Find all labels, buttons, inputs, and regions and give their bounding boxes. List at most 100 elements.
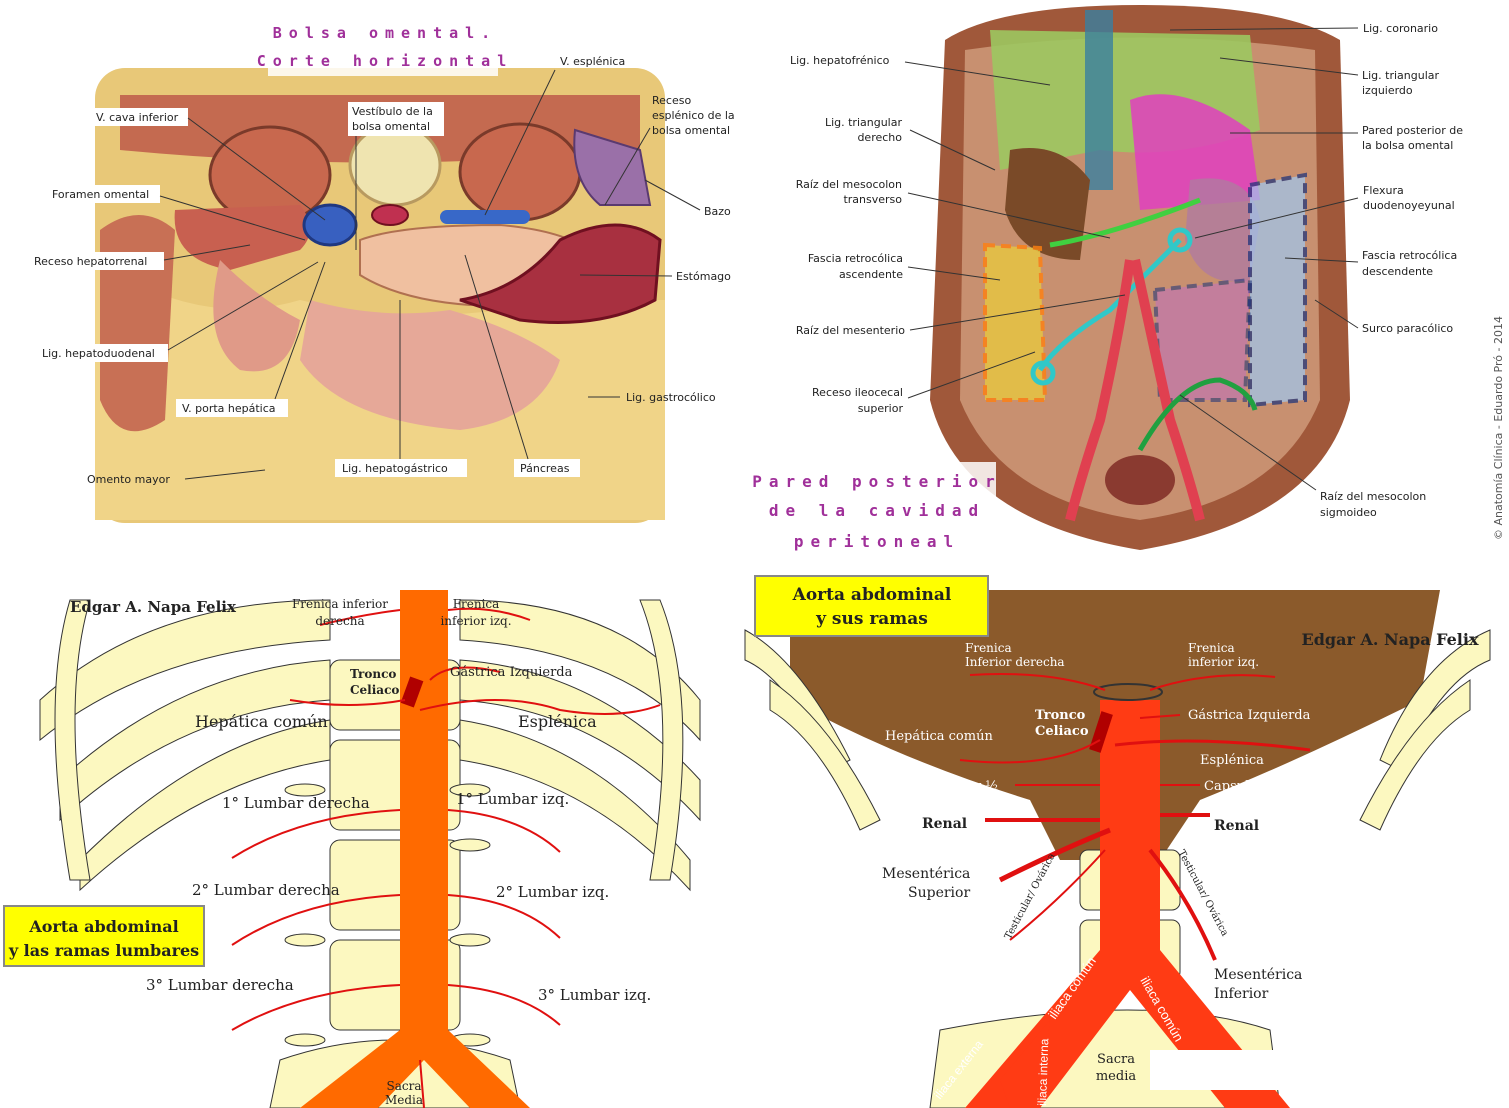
lumbar2-der-arrow bbox=[231, 894, 401, 946]
label-lig-hepatofrenico: Lig. hepatofrénico bbox=[790, 54, 1051, 86]
svg-text:Pared posterior de: Pared posterior de bbox=[1362, 124, 1463, 137]
br-hepatica: Hepática común bbox=[885, 729, 993, 744]
label-lig-hepatoduodenal: Lig. hepatoduodenal bbox=[38, 261, 319, 362]
right-kidney bbox=[1005, 148, 1090, 260]
label-vestibulo: Vestíbulo de la bolsa omental bbox=[348, 102, 444, 250]
left-kidney bbox=[458, 122, 582, 222]
svg-text:V. porta hepática: V. porta hepática bbox=[182, 402, 276, 415]
svg-text:Omento mayor: Omento mayor bbox=[87, 473, 170, 486]
br-frenica-der-arrow bbox=[969, 673, 1106, 691]
br-mes-sup-arrow bbox=[998, 827, 1111, 883]
svg-text:V. cava inferior: V. cava inferior bbox=[96, 111, 179, 124]
svg-text:Lig. gastrocólico: Lig. gastrocólico bbox=[626, 391, 716, 404]
vertebra bbox=[348, 123, 442, 207]
tr-title-line-1: Pared posterior bbox=[752, 472, 1002, 491]
svg-text:Bazo: Bazo bbox=[704, 205, 731, 218]
tr-title-bg bbox=[760, 462, 996, 556]
br-frenica-izq-2: inferior izq. bbox=[1188, 655, 1259, 669]
bl-tronco-1: Tronco bbox=[350, 667, 396, 681]
rectum bbox=[1105, 455, 1175, 505]
br-mes-inf-arrow bbox=[1148, 848, 1217, 961]
svg-text:Lig. triangular: Lig. triangular bbox=[825, 116, 903, 129]
colon-section bbox=[100, 215, 175, 432]
ascending-fascia bbox=[983, 242, 1048, 402]
svg-text:Receso hepatorrenal: Receso hepatorrenal bbox=[34, 255, 147, 268]
frenica-der-arrow bbox=[319, 609, 401, 626]
bl-frenica-der-2: derecha bbox=[315, 614, 364, 628]
label-lig-gastrocolico: Lig. gastrocólico bbox=[588, 391, 716, 404]
br-renal-izq: Renal bbox=[1214, 818, 1259, 834]
br-gastrica-arrow bbox=[1139, 714, 1181, 719]
label-estomago: Estómago bbox=[579, 270, 731, 283]
bl-frenica-der-1: Frenica inferior bbox=[292, 597, 388, 611]
svg-text:Fascia retrocólica: Fascia retrocólica bbox=[1362, 249, 1457, 262]
bl-lumbar2-izq: 2° Lumbar izq. bbox=[496, 883, 609, 901]
celiac-trunk bbox=[400, 676, 424, 708]
br-testicular-der-arrow bbox=[1009, 849, 1106, 941]
svg-text:ascendente: ascendente bbox=[839, 268, 903, 281]
svg-text:superior: superior bbox=[858, 402, 904, 415]
lumbar1-der-arrow bbox=[231, 809, 401, 859]
svg-text:Raíz del mesocolon: Raíz del mesocolon bbox=[1320, 490, 1426, 503]
svg-text:bolsa omental: bolsa omental bbox=[352, 120, 430, 133]
tr-title-line-3: peritoneal bbox=[794, 532, 960, 551]
br-hepatica-arrow bbox=[959, 739, 1101, 764]
label-receso-hepatorrenal: Receso hepatorrenal bbox=[30, 244, 251, 270]
label-pancreas: Páncreas bbox=[464, 254, 580, 477]
label-fascia-descendente: Fascia retrocólica descendente bbox=[1284, 249, 1457, 278]
svg-text:Raíz del mesocolon: Raíz del mesocolon bbox=[796, 178, 902, 191]
svg-text:Estómago: Estómago bbox=[676, 270, 731, 283]
external-iliac bbox=[1000, 1020, 1050, 1108]
svg-text:sigmoideo: sigmoideo bbox=[1320, 506, 1377, 519]
svg-text:derecho: derecho bbox=[857, 131, 902, 144]
label-pared-posterior: Pared posterior de la bolsa omental bbox=[1230, 124, 1463, 152]
bl-hepatica: Hepática común bbox=[195, 712, 328, 731]
br-mes-sup-1: Mesentérica bbox=[882, 866, 970, 882]
label-raiz-sigmoideo: Raíz del mesocolon sigmoideo bbox=[1179, 394, 1426, 519]
label-bazo: Bazo bbox=[644, 179, 731, 218]
bl-tronco-2: Celiaco bbox=[350, 683, 399, 697]
branch-arrows-bl bbox=[231, 607, 661, 1031]
br-frenica-izq-1: Frenica bbox=[1188, 641, 1235, 655]
transverse-mesocolon-root bbox=[1049, 197, 1201, 248]
title-line-2: Corte horizontal bbox=[257, 52, 514, 70]
svg-text:Flexura: Flexura bbox=[1363, 184, 1404, 197]
svg-text:la bolsa omental: la bolsa omental bbox=[1362, 139, 1453, 152]
label-lig-triangular-izq: Lig. triangular izquierdo bbox=[1219, 57, 1440, 97]
bl-lumbar3-der: 3° Lumbar derecha bbox=[146, 976, 294, 994]
bl-title-box bbox=[3, 905, 205, 967]
ribs-left bbox=[39, 599, 331, 892]
lumbar3-der-arrow bbox=[231, 984, 401, 1031]
svg-text:esplénico de la: esplénico de la bbox=[652, 109, 735, 122]
sigmoid-mesocolon-root bbox=[1137, 377, 1258, 452]
svg-text:duodenoyeyunal: duodenoyeyunal bbox=[1363, 199, 1455, 212]
bl-sacra-2: Media bbox=[385, 1093, 423, 1107]
lumbar1-izq-arrow bbox=[447, 809, 561, 853]
ivc-vessel bbox=[1085, 10, 1113, 190]
bl-gastrica: Gástrica Izquierda bbox=[450, 665, 573, 680]
br-mes-inf-1: Mesentérica bbox=[1214, 967, 1302, 983]
panel-aorta-branches: Edgar A. Napa Felix Frenica Inferior der… bbox=[744, 575, 1491, 1108]
lumbar3-izq-arrow bbox=[447, 984, 561, 1026]
inferior-vena-cava bbox=[302, 203, 358, 247]
bl-lumbar3-izq: 3° Lumbar izq. bbox=[538, 986, 651, 1004]
svg-text:Foramen omental: Foramen omental bbox=[52, 188, 149, 201]
bl-lumbar2-der: 2° Lumbar derecha bbox=[192, 881, 340, 899]
spleen bbox=[573, 128, 652, 206]
label-fascia-ascendente: Fascia retrocólica ascendente bbox=[808, 252, 1001, 281]
splenic-vein bbox=[440, 210, 530, 224]
duodenum bbox=[213, 260, 300, 372]
svg-text:bolsa omental: bolsa omental bbox=[652, 124, 730, 137]
br-sacra-1: Sacra bbox=[1097, 1052, 1135, 1067]
panel-posterior-wall: Lig. coronario Lig. hepatofrénico Lig. t… bbox=[752, 5, 1505, 556]
bl-frenica-izq-2: inferior izq. bbox=[440, 614, 511, 628]
br-mes-sup-2: Superior bbox=[908, 885, 970, 901]
label-lig-hepatogastrico: Lig. hepatogástrico bbox=[335, 300, 467, 477]
svg-text:Fascia retrocólica: Fascia retrocólica bbox=[808, 252, 903, 265]
stomach bbox=[459, 223, 662, 324]
br-tronco-1: Tronco bbox=[1035, 708, 1086, 723]
bl-sacra-1: Sacra bbox=[387, 1079, 422, 1093]
bl-author: Edgar A. Napa Felix bbox=[70, 598, 237, 616]
br-white-patch bbox=[1150, 1050, 1290, 1090]
br-frenica-der-2: Inferior derecha bbox=[965, 655, 1065, 669]
